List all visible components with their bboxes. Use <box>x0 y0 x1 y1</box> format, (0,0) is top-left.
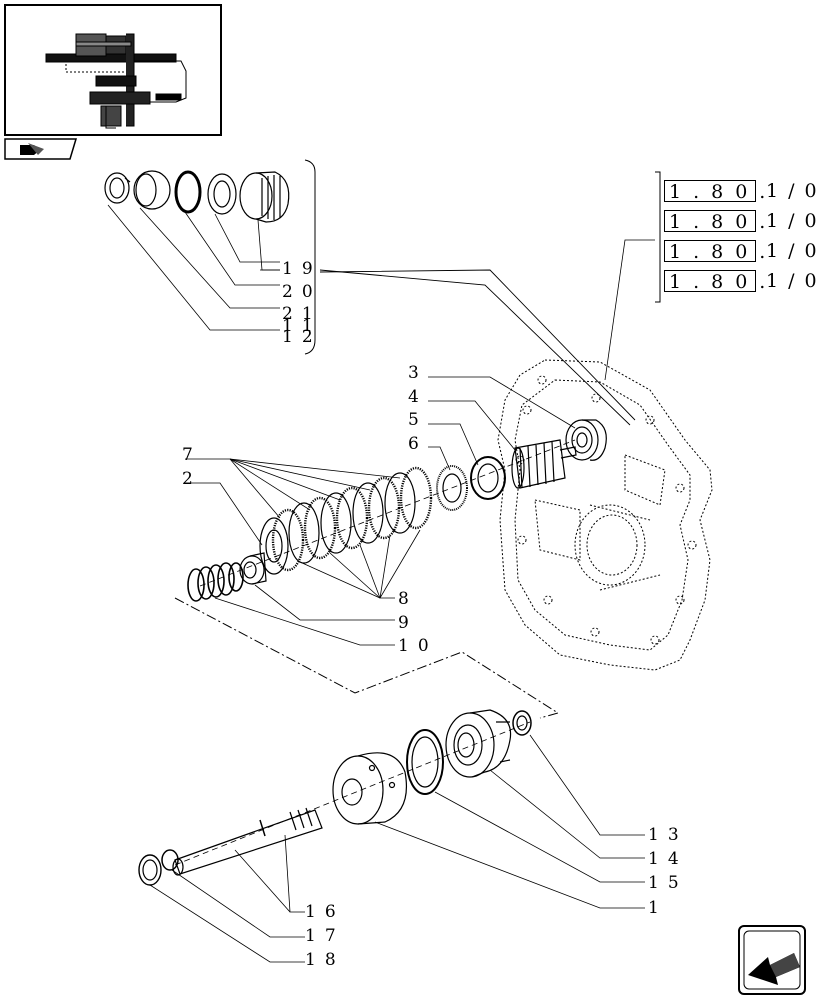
callout-15: 15 <box>648 873 688 893</box>
reference-box-1[interactable]: 1.80. <box>664 180 765 203</box>
previous-page-button[interactable] <box>738 925 806 995</box>
book-tab-icon <box>4 138 78 160</box>
callout-16: 16 <box>305 902 345 922</box>
reference-box-4[interactable]: 1.80. <box>664 270 765 293</box>
reference-box-2[interactable]: 1.80. <box>664 210 765 233</box>
part-9-hub <box>239 552 267 585</box>
part-19-cap <box>239 171 290 223</box>
housing-outline <box>497 359 713 671</box>
part-21-o-ring <box>174 170 202 214</box>
reference-code: 1.80. <box>669 211 778 233</box>
part-12-snap-ring <box>104 172 131 204</box>
part-15-ring <box>406 729 444 795</box>
leaders-lower <box>149 734 645 963</box>
part-14-bushing <box>445 709 512 778</box>
part-20-seal <box>207 173 237 215</box>
assembly-thumbnail <box>4 4 222 136</box>
callout-2: 2 <box>182 469 202 489</box>
callout-18: 18 <box>305 950 345 970</box>
part-3-bearing <box>565 419 607 461</box>
reference-suffix-4: 1/0 <box>766 270 827 292</box>
callout-6: 6 <box>408 434 428 454</box>
leaders-to-housing <box>319 269 636 426</box>
part-10-spring <box>187 562 244 602</box>
reference-code: 1.80. <box>669 241 778 263</box>
callout-21: 21 <box>282 304 322 324</box>
part-5-snap-ring <box>470 456 506 500</box>
callout-10: 10 <box>398 636 438 656</box>
part-4-pinion <box>511 439 577 489</box>
part-17-ring <box>161 849 179 871</box>
part-1-drum <box>332 752 407 825</box>
assembly-thumbnail-icon <box>45 33 187 129</box>
callout-17: 17 <box>305 926 345 946</box>
part-16-shaft <box>172 807 323 876</box>
callout-14: 14 <box>648 849 688 869</box>
previous-page-arrow-icon <box>743 930 801 990</box>
reference-box-3[interactable]: 1.80. <box>664 240 765 263</box>
part-6-thrust-washer <box>436 465 468 511</box>
reference-suffix-2: 1/0 <box>766 210 827 232</box>
part-11-plug <box>133 170 171 210</box>
part-13-snap-ring <box>512 710 532 736</box>
callout-5: 5 <box>408 410 428 430</box>
callout-9: 9 <box>398 613 418 633</box>
callout-11: 11 <box>282 316 322 336</box>
reference-code: 1.80. <box>669 271 778 293</box>
clutch-disc-pack <box>259 466 433 575</box>
callout-19: 19 <box>282 259 322 279</box>
callout-7: 7 <box>182 445 202 465</box>
reference-suffix-1: 1/0 <box>766 180 827 202</box>
callout-1: 1 <box>648 898 668 918</box>
callout-13: 13 <box>648 825 688 845</box>
reference-code: 1.80. <box>669 181 778 203</box>
leaders-middle <box>185 376 576 646</box>
book-tab-button[interactable] <box>4 137 78 161</box>
leaders-top-left <box>107 204 280 331</box>
reference-suffix-3: 1/0 <box>766 240 827 262</box>
callout-4: 4 <box>408 387 428 407</box>
callout-8: 8 <box>398 589 418 609</box>
callout-20: 20 <box>282 282 322 302</box>
callout-12: 12 <box>282 327 322 347</box>
callout-3: 3 <box>408 363 428 383</box>
part-18-snap-ring <box>138 854 162 886</box>
